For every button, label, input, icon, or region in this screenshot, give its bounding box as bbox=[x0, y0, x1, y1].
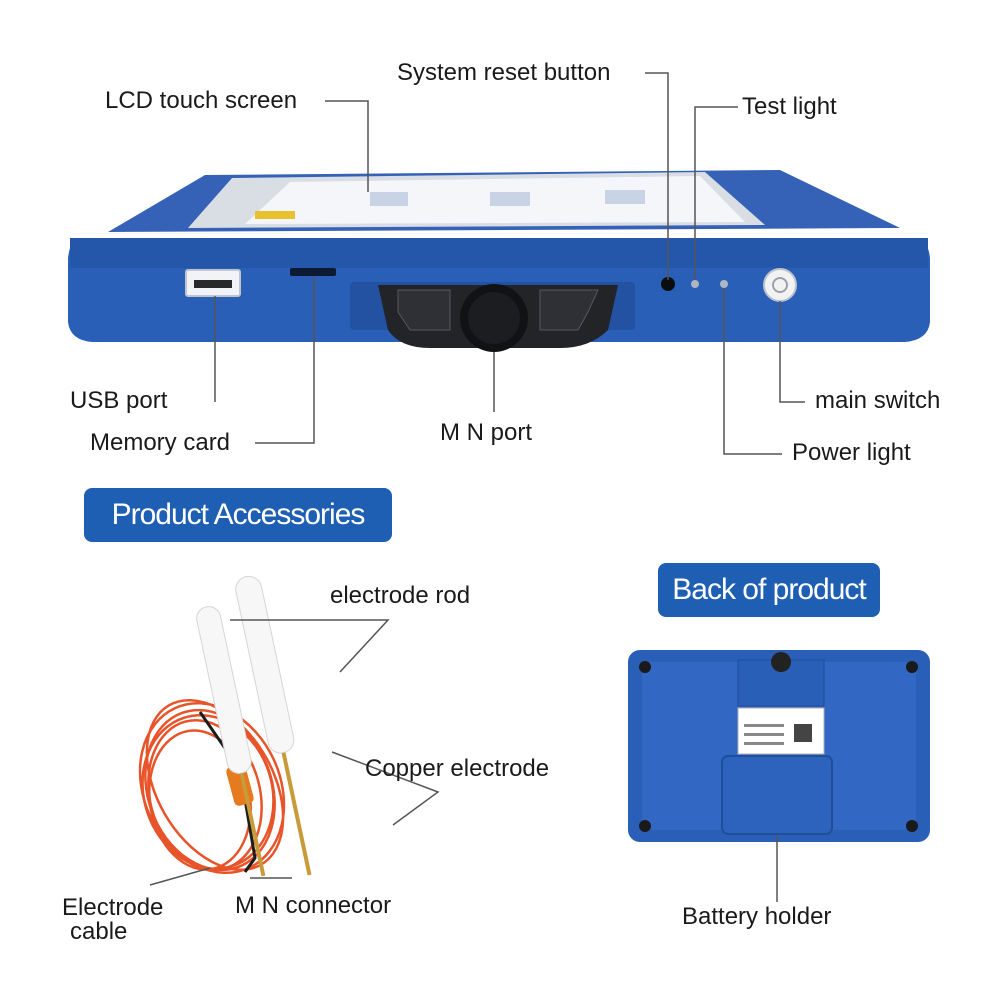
system-reset-button-label: System reset button bbox=[397, 59, 611, 86]
usb-port-label: USB port bbox=[70, 387, 168, 414]
copper-electrode-label: Copper electrode bbox=[365, 755, 550, 782]
electrode-cable-label-line2: cable bbox=[70, 918, 128, 945]
main-switch-label: main switch bbox=[815, 387, 941, 414]
test-light-label: Test light bbox=[742, 93, 837, 120]
memory-card-label: Memory card bbox=[90, 429, 231, 456]
product-accessories-header: Product Accessories bbox=[84, 488, 392, 542]
lcd-touch-screen-label: LCD touch screen bbox=[105, 87, 298, 114]
electrode-rod-label: electrode rod bbox=[330, 582, 471, 609]
back-of-product-header: Back of product bbox=[658, 563, 880, 617]
mn-port-label: M N port bbox=[440, 419, 533, 446]
power-light-label: Power light bbox=[792, 439, 911, 466]
mn-connector-label: M N connector bbox=[235, 892, 392, 919]
battery-holder-label: Battery holder bbox=[682, 903, 832, 930]
electrode-cable-label-line1: Electrode bbox=[62, 894, 164, 921]
